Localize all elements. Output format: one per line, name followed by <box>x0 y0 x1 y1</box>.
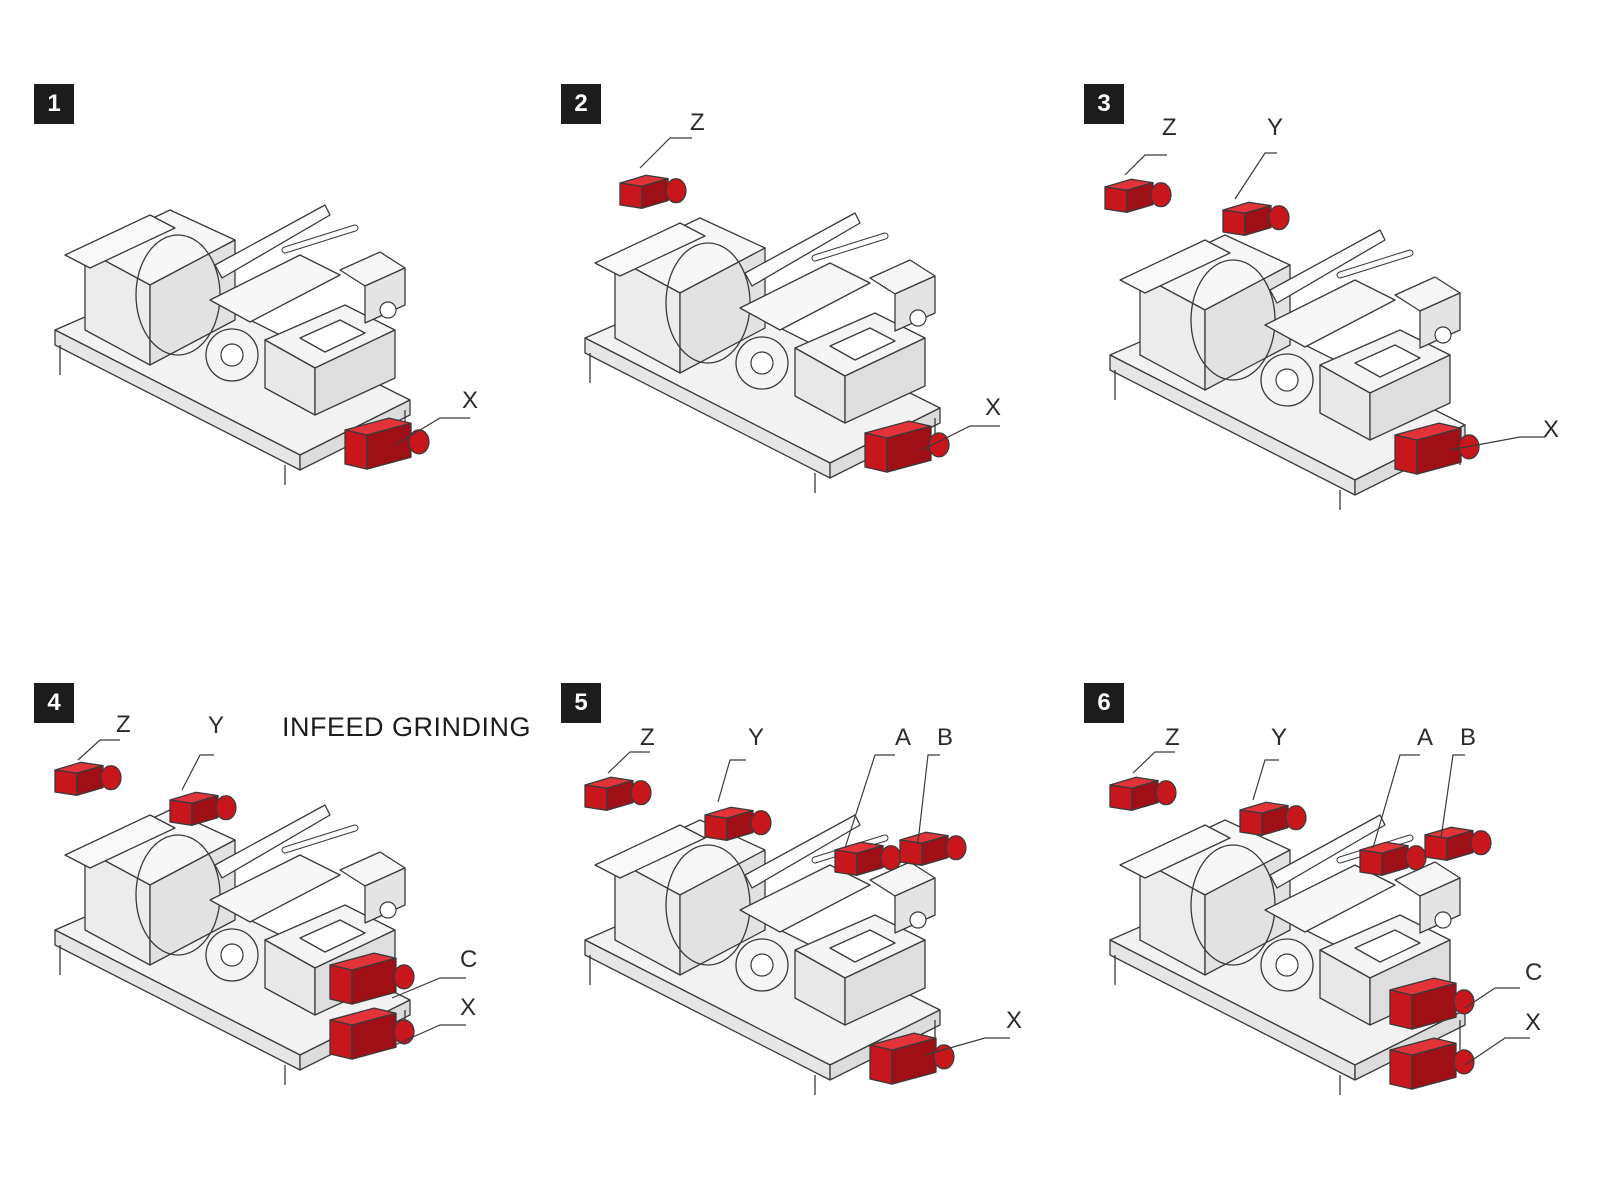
axis-y-actuator <box>704 806 772 841</box>
axis-y-label: Y <box>1271 724 1287 751</box>
axis-z-label: Z <box>690 109 705 136</box>
axis-b-label: B <box>937 724 953 751</box>
axis-b-actuator <box>1424 826 1492 861</box>
axis-x-label: X <box>462 387 478 414</box>
axis-x-label: X <box>1525 1009 1541 1036</box>
axis-x-actuator <box>1389 1037 1475 1090</box>
panel-1: X <box>54 204 478 485</box>
axis-z-actuator <box>584 776 652 811</box>
axis-a-actuator <box>834 841 902 876</box>
work-rest <box>739 864 871 933</box>
panel-4-number: 4 <box>34 683 74 723</box>
axis-c-leader <box>391 977 466 999</box>
axis-y-label: Y <box>208 712 224 739</box>
axis-b-label: B <box>1460 724 1476 751</box>
work-rest <box>209 254 341 323</box>
axis-z-label: Z <box>1165 724 1180 751</box>
axis-z-label: Z <box>1162 114 1177 141</box>
panel-4: Z Y CX <box>54 711 477 1085</box>
wheel-guard <box>1269 814 1386 889</box>
wheel-guard <box>214 204 331 279</box>
axis-z-actuator <box>1109 776 1177 811</box>
axis-y-leader <box>1252 759 1279 801</box>
axis-y-actuator <box>1222 201 1290 236</box>
axis-x-actuator <box>1394 422 1480 475</box>
axis-y-label: Y <box>748 724 764 751</box>
axis-x-actuator <box>869 1032 955 1085</box>
panel-2-number: 2 <box>561 84 601 124</box>
axis-x-leader <box>1449 436 1545 451</box>
axis-z-leader <box>607 751 650 774</box>
wheel-guard <box>744 814 861 889</box>
axis-x-label: X <box>460 994 476 1021</box>
axis-y-actuator <box>1239 801 1307 836</box>
axis-c-label: C <box>460 946 477 973</box>
axis-x-leader <box>394 1024 466 1046</box>
wheel-guard <box>1269 229 1386 304</box>
axis-x-actuator <box>344 417 430 470</box>
panel-3: Z Y X <box>1104 114 1559 510</box>
axis-a-label: A <box>1417 724 1433 751</box>
axis-c-label: C <box>1525 959 1542 986</box>
panel-6-number: 6 <box>1084 683 1124 723</box>
axis-a-label: A <box>895 724 911 751</box>
axis-z-leader <box>1124 154 1167 176</box>
work-rest <box>739 262 871 331</box>
work-rest <box>1264 864 1396 933</box>
axis-b-leader <box>917 754 940 843</box>
axis-c-actuator <box>329 952 415 1005</box>
axis-x-leader <box>921 425 1000 451</box>
axis-y-actuator <box>169 791 237 826</box>
axis-b-leader <box>1440 754 1465 839</box>
axis-x-leader <box>1464 1037 1530 1066</box>
axis-a-leader <box>844 754 895 849</box>
axis-x-label: X <box>1543 416 1559 443</box>
axis-z-leader <box>77 739 120 761</box>
axis-z-label: Z <box>640 724 655 751</box>
axis-c-actuator <box>1389 977 1475 1030</box>
infeed-grinding-caption: INFEED GRINDING <box>282 712 532 742</box>
axis-z-actuator <box>619 174 687 209</box>
panel-2: ZX <box>584 109 1001 493</box>
axis-x-label: X <box>985 394 1001 421</box>
work-rest <box>1264 279 1396 348</box>
axis-y-leader <box>181 754 214 791</box>
axis-y-leader <box>717 759 746 803</box>
axis-x-label: X <box>1006 1007 1022 1034</box>
axis-b-actuator <box>899 831 967 866</box>
axis-z-actuator <box>1104 178 1172 213</box>
axis-x-actuator <box>329 1007 415 1060</box>
axis-a-leader <box>1372 754 1420 849</box>
work-rest <box>209 854 341 923</box>
axis-z-leader <box>639 137 692 169</box>
panel-5-number: 5 <box>561 683 601 723</box>
axis-z-leader <box>1132 751 1175 774</box>
wheel-guard <box>214 804 331 879</box>
axis-x-actuator <box>864 420 950 473</box>
axis-z-actuator <box>54 761 122 796</box>
axis-c-leader <box>1464 987 1520 1009</box>
panel-3-number: 3 <box>1084 84 1124 124</box>
axis-y-label: Y <box>1267 114 1283 141</box>
axis-x-leader <box>924 1037 1010 1056</box>
panel-1-number: 1 <box>34 84 74 124</box>
axis-y-leader <box>1234 152 1277 200</box>
axis-a-actuator <box>1359 841 1427 876</box>
axis-z-label: Z <box>116 711 131 738</box>
wheel-guard <box>744 212 861 287</box>
axis-x-leader <box>394 417 470 446</box>
